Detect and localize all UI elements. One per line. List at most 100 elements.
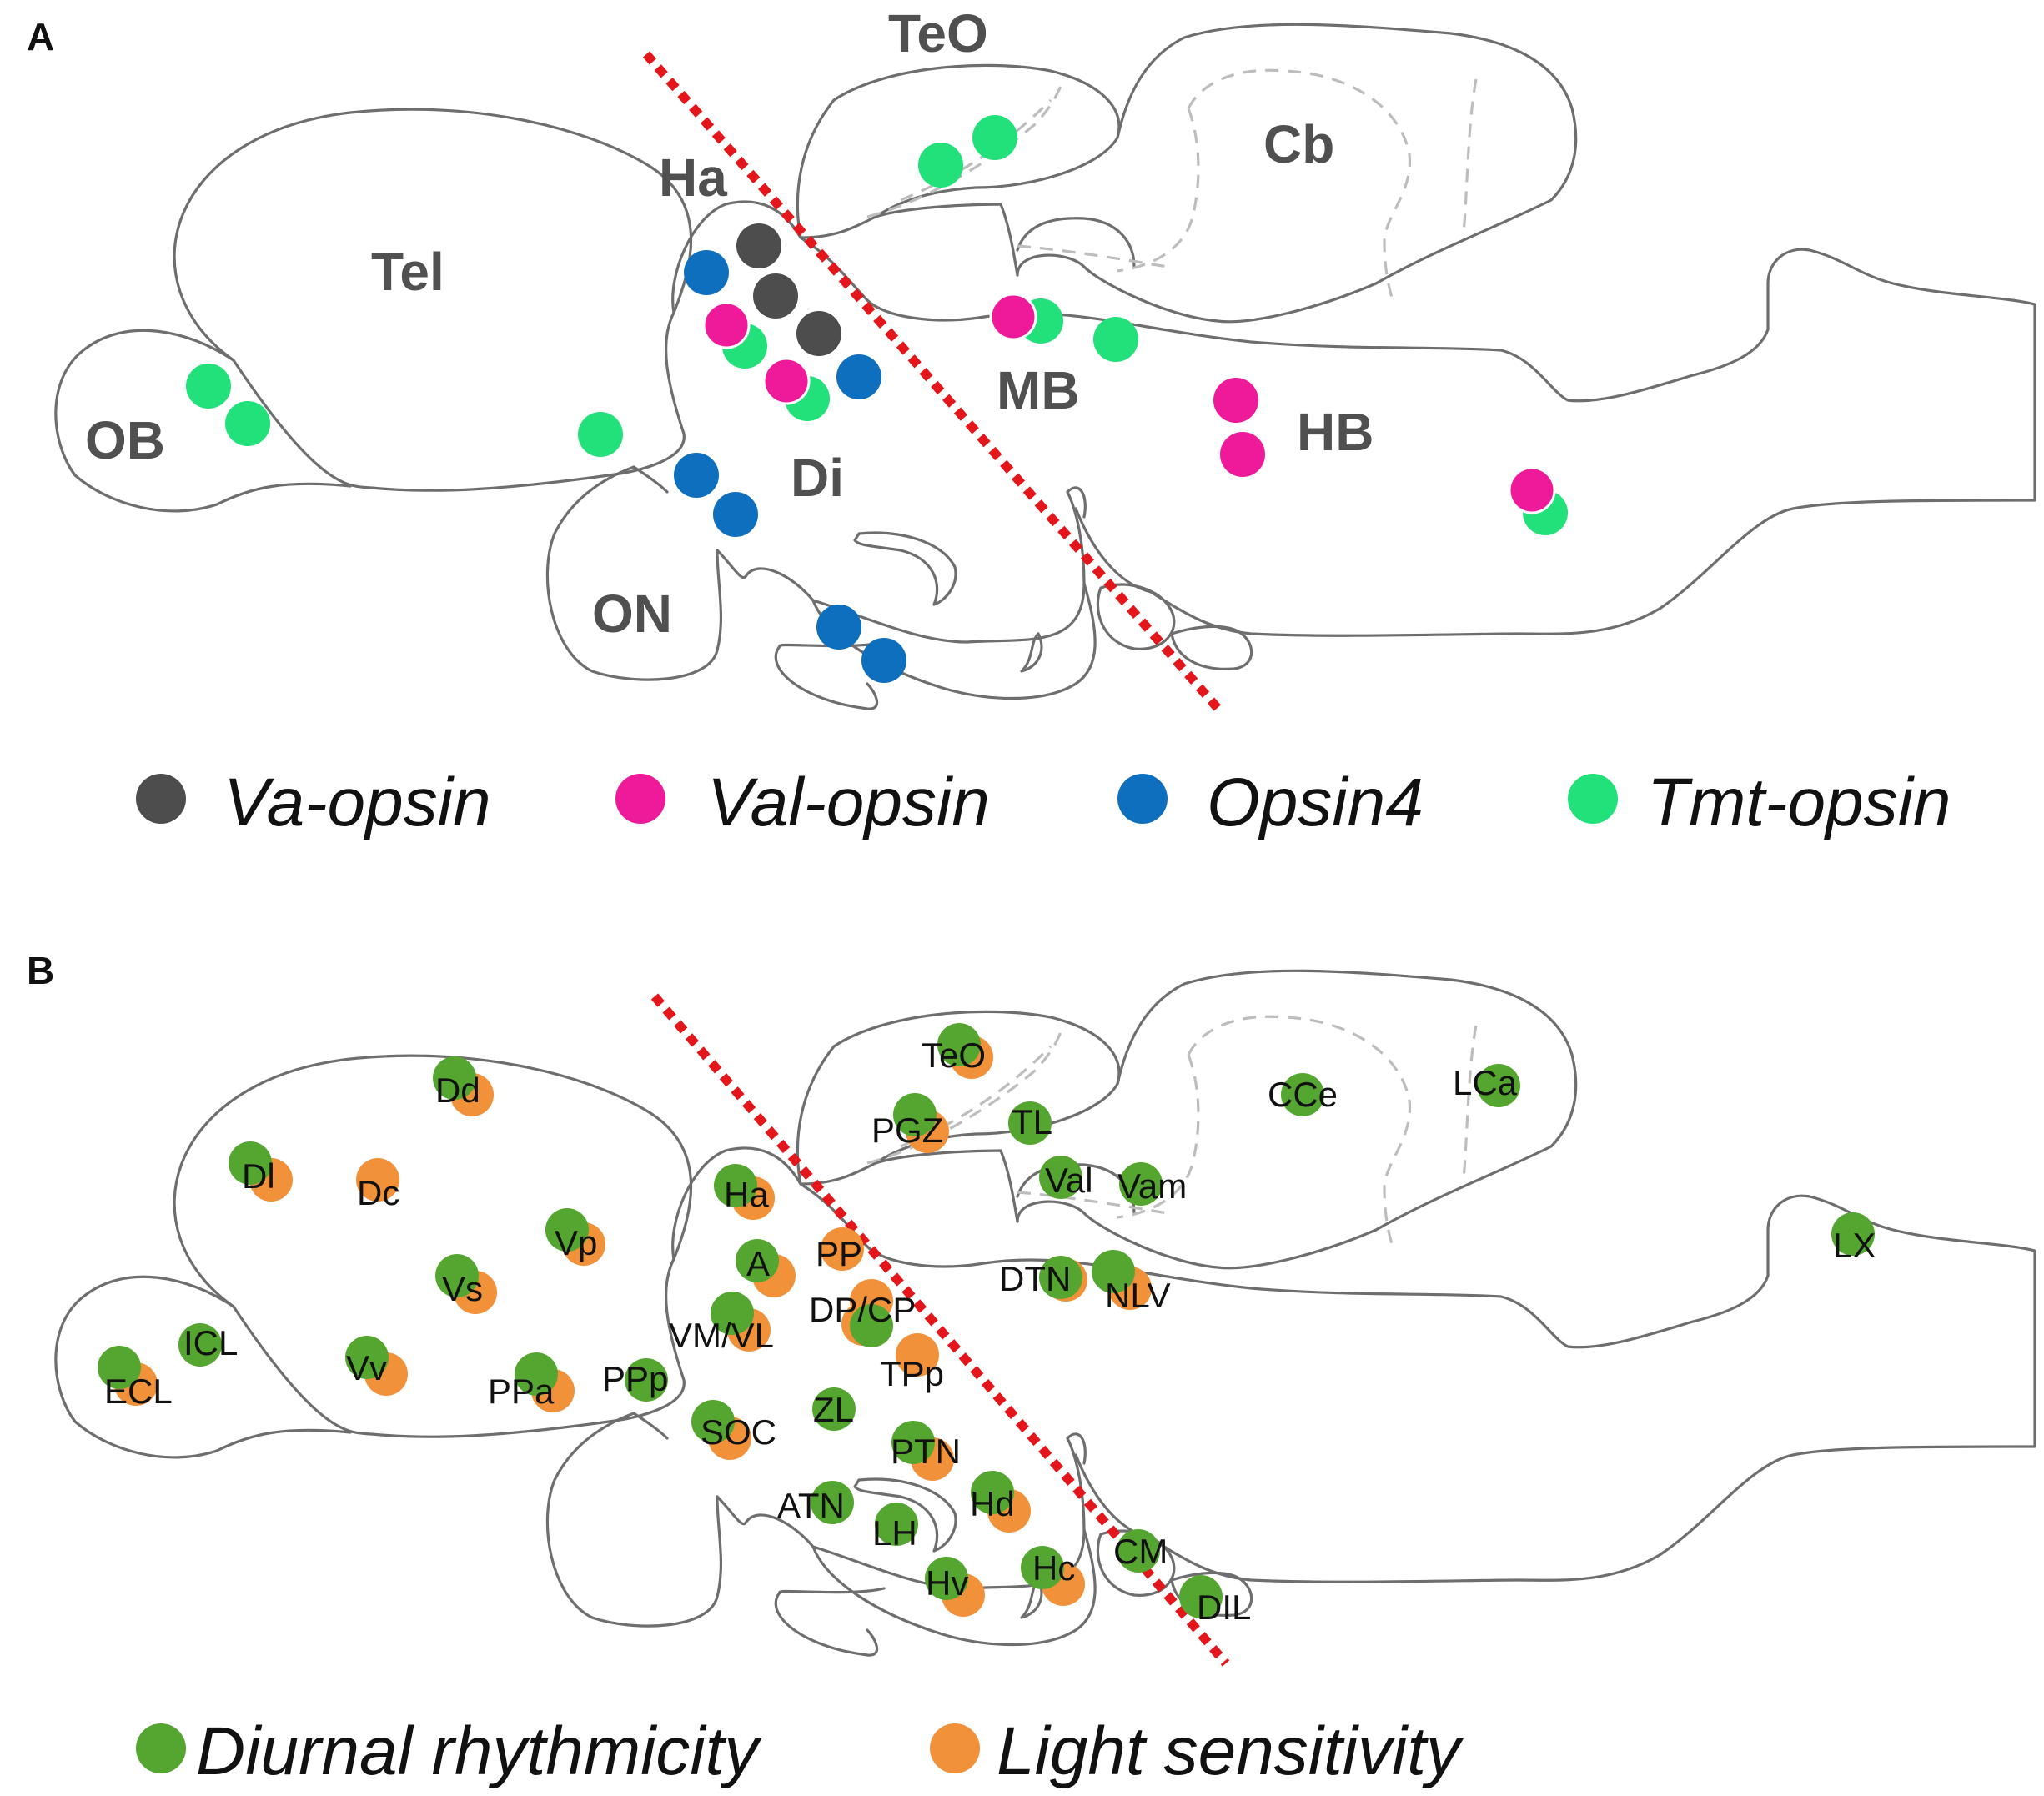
nucleus-dc: Dc [357, 1173, 399, 1212]
nucleus-hc: Hc [1032, 1548, 1075, 1588]
nucleus-dpcp: DP/CP [809, 1290, 916, 1329]
panel-b: B TeO PGZ TL CCe LCa Val Vam Dd Dl Dc Ha… [27, 949, 2036, 1789]
region-cb: Cb [1263, 114, 1334, 174]
light-sensitivity-dot [356, 1158, 399, 1202]
diurnal-rhythmicity-dot [1039, 1256, 1082, 1299]
opsin4-dot [836, 354, 881, 399]
tmt-opsin-dot [186, 364, 231, 409]
diurnal-rhythmicity-dot [891, 1421, 935, 1464]
diurnal-rhythmicity-dot [1039, 1156, 1082, 1199]
panel-a: A TeO Cb Ha Tel MB HB OB Di ON [27, 3, 2036, 840]
legend-light-swatch [930, 1723, 980, 1773]
nucleus-ptn: PTN [891, 1432, 961, 1471]
nucleus-ppp: PPp [602, 1359, 668, 1398]
nucleus-vp: Vp [555, 1223, 597, 1262]
diurnal-rhythmicity-dot [1477, 1064, 1520, 1107]
va-opsin-dot [796, 311, 841, 356]
diurnal-rhythmicity-dot [711, 1292, 754, 1335]
tmt-opsin-dot [578, 412, 623, 457]
nucleus-tpp: TPp [880, 1354, 944, 1393]
region-mb: MB [997, 360, 1080, 420]
region-di: Di [791, 448, 844, 508]
nucleus-soc: SOC [701, 1412, 776, 1452]
diurnal-rhythmicity-dot [98, 1346, 141, 1389]
diurnal-rhythmicity-dot [1281, 1073, 1324, 1116]
diurnal-rhythmicity-dot [1117, 1529, 1160, 1573]
diurnal-rhythmicity-dot [435, 1254, 479, 1297]
diurnal-rhythmicity-dot [925, 1557, 968, 1600]
legend-diurnal-label: Diurnal rhythmicity [196, 1713, 762, 1789]
nuclei-labels: TeO PGZ TL CCe LCa Val Vam Dd Dl Dc Ha V… [104, 1036, 1876, 1627]
diurnal-rhythmicity-dot [515, 1352, 558, 1396]
legend-va-label: Va-opsin [223, 765, 491, 840]
diurnal-rhythmicity-dot [937, 1023, 981, 1066]
nucleus-dtn: DTN [999, 1259, 1071, 1298]
diurnal-rhythmicity-dot [1119, 1162, 1163, 1206]
nucleus-pgz: PGZ [871, 1111, 943, 1150]
region-tel: Tel [371, 242, 444, 302]
nucleus-ppa: PPa [488, 1372, 555, 1411]
diurnal-rhythmicity-dot [812, 1387, 856, 1431]
diurnal-rhythmicity-dot [691, 1400, 735, 1443]
diurnal-rhythmicity-dot [229, 1141, 272, 1185]
nucleus-ecl: ECL [104, 1372, 173, 1411]
nucleus-dil: DIL [1197, 1588, 1251, 1627]
nucleus-lca: LCa [1453, 1063, 1518, 1102]
nucleus-val: Val [1045, 1161, 1093, 1200]
legend-val-swatch [615, 774, 665, 824]
diurnal-rhythmicity-dot [345, 1336, 389, 1379]
diurnal-rhythmicity-dot [1092, 1250, 1135, 1293]
panel-a-letter: A [27, 15, 54, 58]
diurnal-rhythmicity-dot [811, 1481, 854, 1524]
legend-opsin4-label: Opsin4 [1207, 765, 1424, 840]
nucleus-dl: Dl [242, 1156, 275, 1196]
panel-b-letter: B [27, 949, 54, 992]
val-opsin-dot [762, 357, 811, 405]
legend-va-swatch [136, 774, 186, 824]
nucleus-nlv: NLV [1105, 1276, 1171, 1315]
light-sensitivity-dot [896, 1333, 939, 1377]
legend-tmt-swatch [1568, 774, 1618, 824]
nucleus-vam: Vam [1117, 1166, 1187, 1206]
diurnal-rhythmicity-dot [625, 1358, 668, 1402]
legend-opsin4-swatch [1117, 774, 1168, 824]
diurnal-rhythmicity-dot [971, 1471, 1014, 1514]
diurnal-rhythmicity-dot [545, 1208, 589, 1252]
diurnal-rhythmicity-dot [714, 1164, 757, 1207]
nucleus-dd: Dd [435, 1071, 480, 1110]
diurnal-rhythmicity-dot [1831, 1212, 1875, 1256]
nucleus-icl: ICL [183, 1323, 238, 1362]
region-on: ON [592, 584, 672, 644]
val-opsin-dot [702, 301, 751, 349]
legend-val-label: Val-opsin [707, 765, 990, 840]
nucleus-a: A [746, 1244, 770, 1283]
tmt-opsin-dot [918, 143, 963, 188]
nucleus-zl: ZL [813, 1390, 854, 1429]
nucleus-cm: CM [1113, 1532, 1168, 1571]
nucleus-hd: Hd [970, 1484, 1015, 1523]
tmt-opsin-dot [225, 401, 270, 446]
nucleus-cce: CCe [1268, 1075, 1338, 1114]
diurnal-rhythmicity-dot [1179, 1575, 1223, 1618]
opsin4-dot [816, 605, 861, 650]
opsin4-dot [713, 492, 758, 537]
diurnal-rhythmicity-dot [1008, 1101, 1052, 1145]
diurnal-rhythmicity-dot [875, 1503, 918, 1546]
nucleus-atn: ATN [777, 1486, 845, 1525]
divider-line-a [642, 51, 1226, 716]
nucleus-vmvl: VM/VL [669, 1316, 774, 1355]
tmt-opsin-dot [1093, 317, 1138, 362]
nucleus-vv: Vv [346, 1348, 387, 1387]
region-teo: TeO [888, 3, 988, 63]
diurnal-rhythmicity-dot [433, 1056, 476, 1100]
legend-a: Va-opsin Val-opsin Opsin4 Tmt-opsin [136, 765, 1951, 840]
diurnal-rhythmicity-dot [1021, 1546, 1064, 1589]
nucleus-hv: Hv [926, 1563, 968, 1603]
opsin4-dot [674, 453, 719, 498]
nuclei-dots [98, 1023, 1875, 1618]
light-sensitivity-dot [821, 1227, 864, 1271]
region-hb: HB [1297, 402, 1374, 462]
opsin-dots [186, 115, 1568, 683]
val-opsin-dot [1508, 466, 1556, 514]
